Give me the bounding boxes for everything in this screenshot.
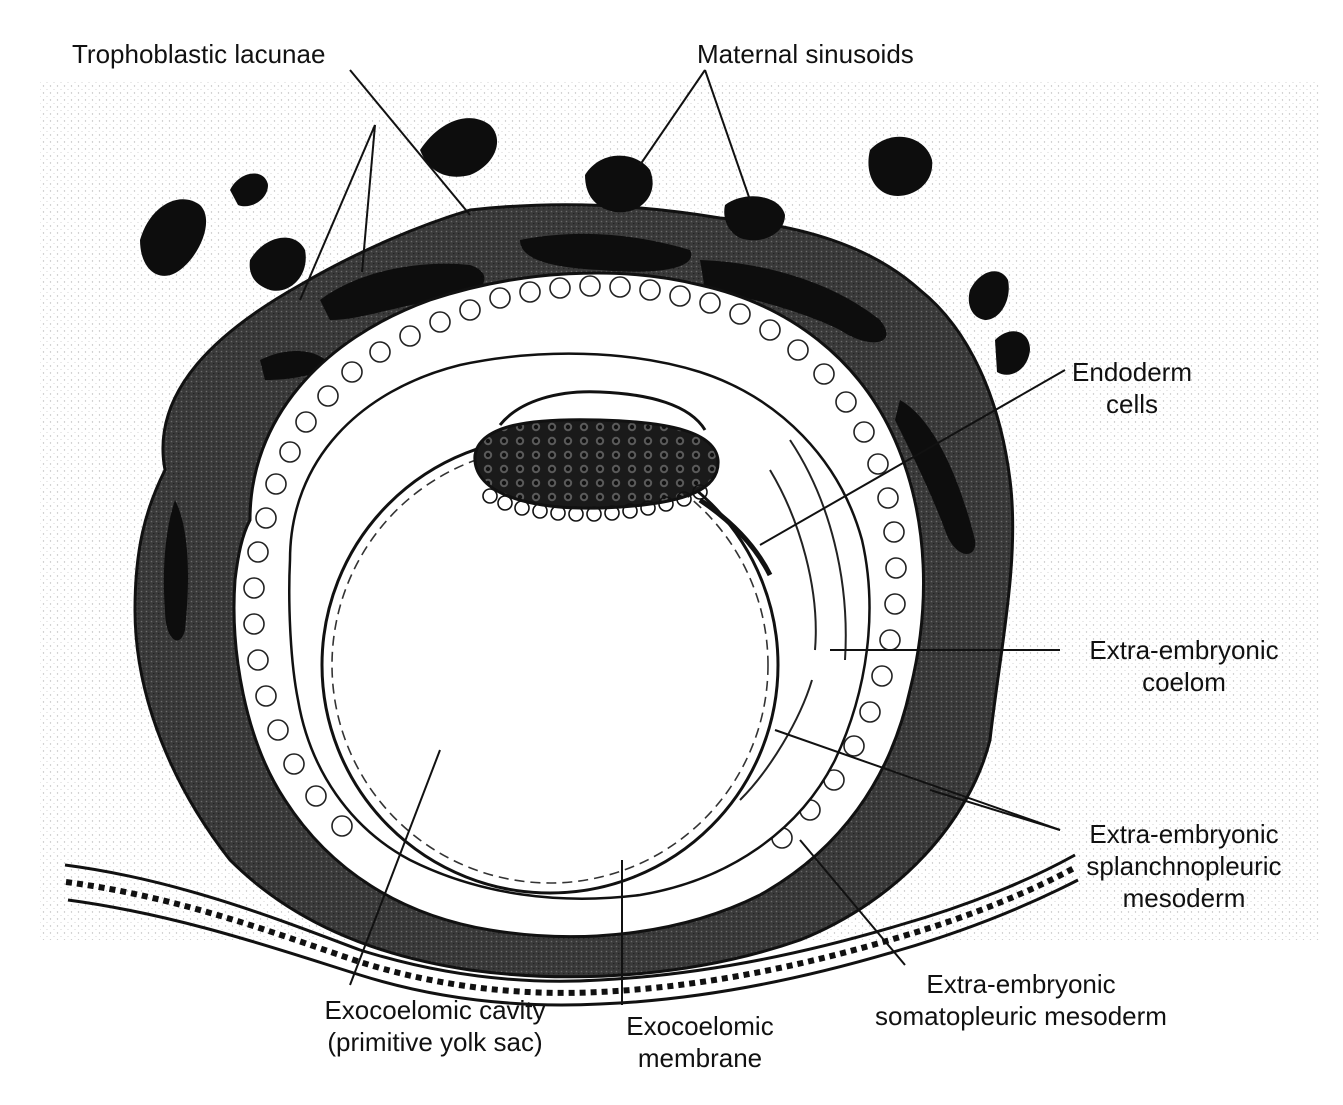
leader-splanchnopleuric-2 bbox=[929, 789, 1061, 831]
endoderm-lining bbox=[698, 497, 773, 577]
label-cavity-line2: (primitive yolk sac) bbox=[327, 1027, 543, 1057]
label-coelom-line1: Extra-embryonic bbox=[1089, 635, 1279, 665]
label-endoderm-cells-line2: cells bbox=[1105, 389, 1158, 419]
label-endoderm-cells-line1: Endoderm bbox=[1072, 357, 1192, 387]
embryonic-disc bbox=[473, 390, 720, 522]
label-somato-line1: Extra-embryonic bbox=[926, 969, 1116, 999]
leader-lines bbox=[299, 69, 1066, 1005]
maternal-sinusoids-shapes bbox=[140, 118, 1030, 375]
label-splanchno-line3: mesoderm bbox=[1122, 883, 1246, 913]
leader-endoderm-cells bbox=[759, 369, 1066, 546]
leader-maternal-sinusoids-1 bbox=[639, 69, 706, 166]
leader-maternal-sinusoids-2 bbox=[704, 69, 751, 201]
uterine-epithelium bbox=[64, 853, 1079, 1007]
label-membrane-line1: Exocoelomic bbox=[626, 1011, 774, 1041]
label-maternal-sinusoids: Maternal sinusoids bbox=[697, 39, 914, 69]
label-somato-line2: somatopleuric mesoderm bbox=[875, 1001, 1167, 1031]
label-coelom-line2: coelom bbox=[1142, 667, 1226, 697]
leader-trophoblastic-lacunae-2 bbox=[349, 69, 471, 216]
label-membrane-line2: membrane bbox=[637, 1043, 763, 1073]
label-splanchnopleuric-mesoderm: Extra-embryonic splanchnopleuric mesoder… bbox=[1062, 818, 1306, 914]
label-somatopleuric-mesoderm: Extra-embryonic somatopleuric mesoderm bbox=[836, 968, 1206, 1032]
leader-exocoelomic-cavity bbox=[349, 749, 441, 986]
cytotrophoblast-cells bbox=[243, 275, 907, 849]
label-exocoelomic-cavity: Exocoelomic cavity (primitive yolk sac) bbox=[290, 994, 580, 1058]
label-endoderm-cells: Endoderm cells bbox=[1062, 356, 1202, 420]
leader-somatopleuric bbox=[799, 839, 906, 966]
label-splanchno-line1: Extra-embryonic bbox=[1089, 819, 1279, 849]
leader-trophoblastic-lacunae-3 bbox=[299, 124, 376, 301]
label-extra-embryonic-coelom: Extra-embryonic coelom bbox=[1062, 634, 1306, 698]
label-trophoblastic-lacunae: Trophoblastic lacunae bbox=[72, 39, 326, 69]
leader-trophoblastic-lacunae-1 bbox=[361, 124, 376, 273]
label-cavity-line1: Exocoelomic cavity bbox=[324, 995, 546, 1025]
leader-splanchnopleuric bbox=[774, 729, 1061, 831]
label-splanchno-line2: splanchnopleuric bbox=[1086, 851, 1282, 881]
label-exocoelomic-membrane: Exocoelomic membrane bbox=[600, 1010, 800, 1074]
